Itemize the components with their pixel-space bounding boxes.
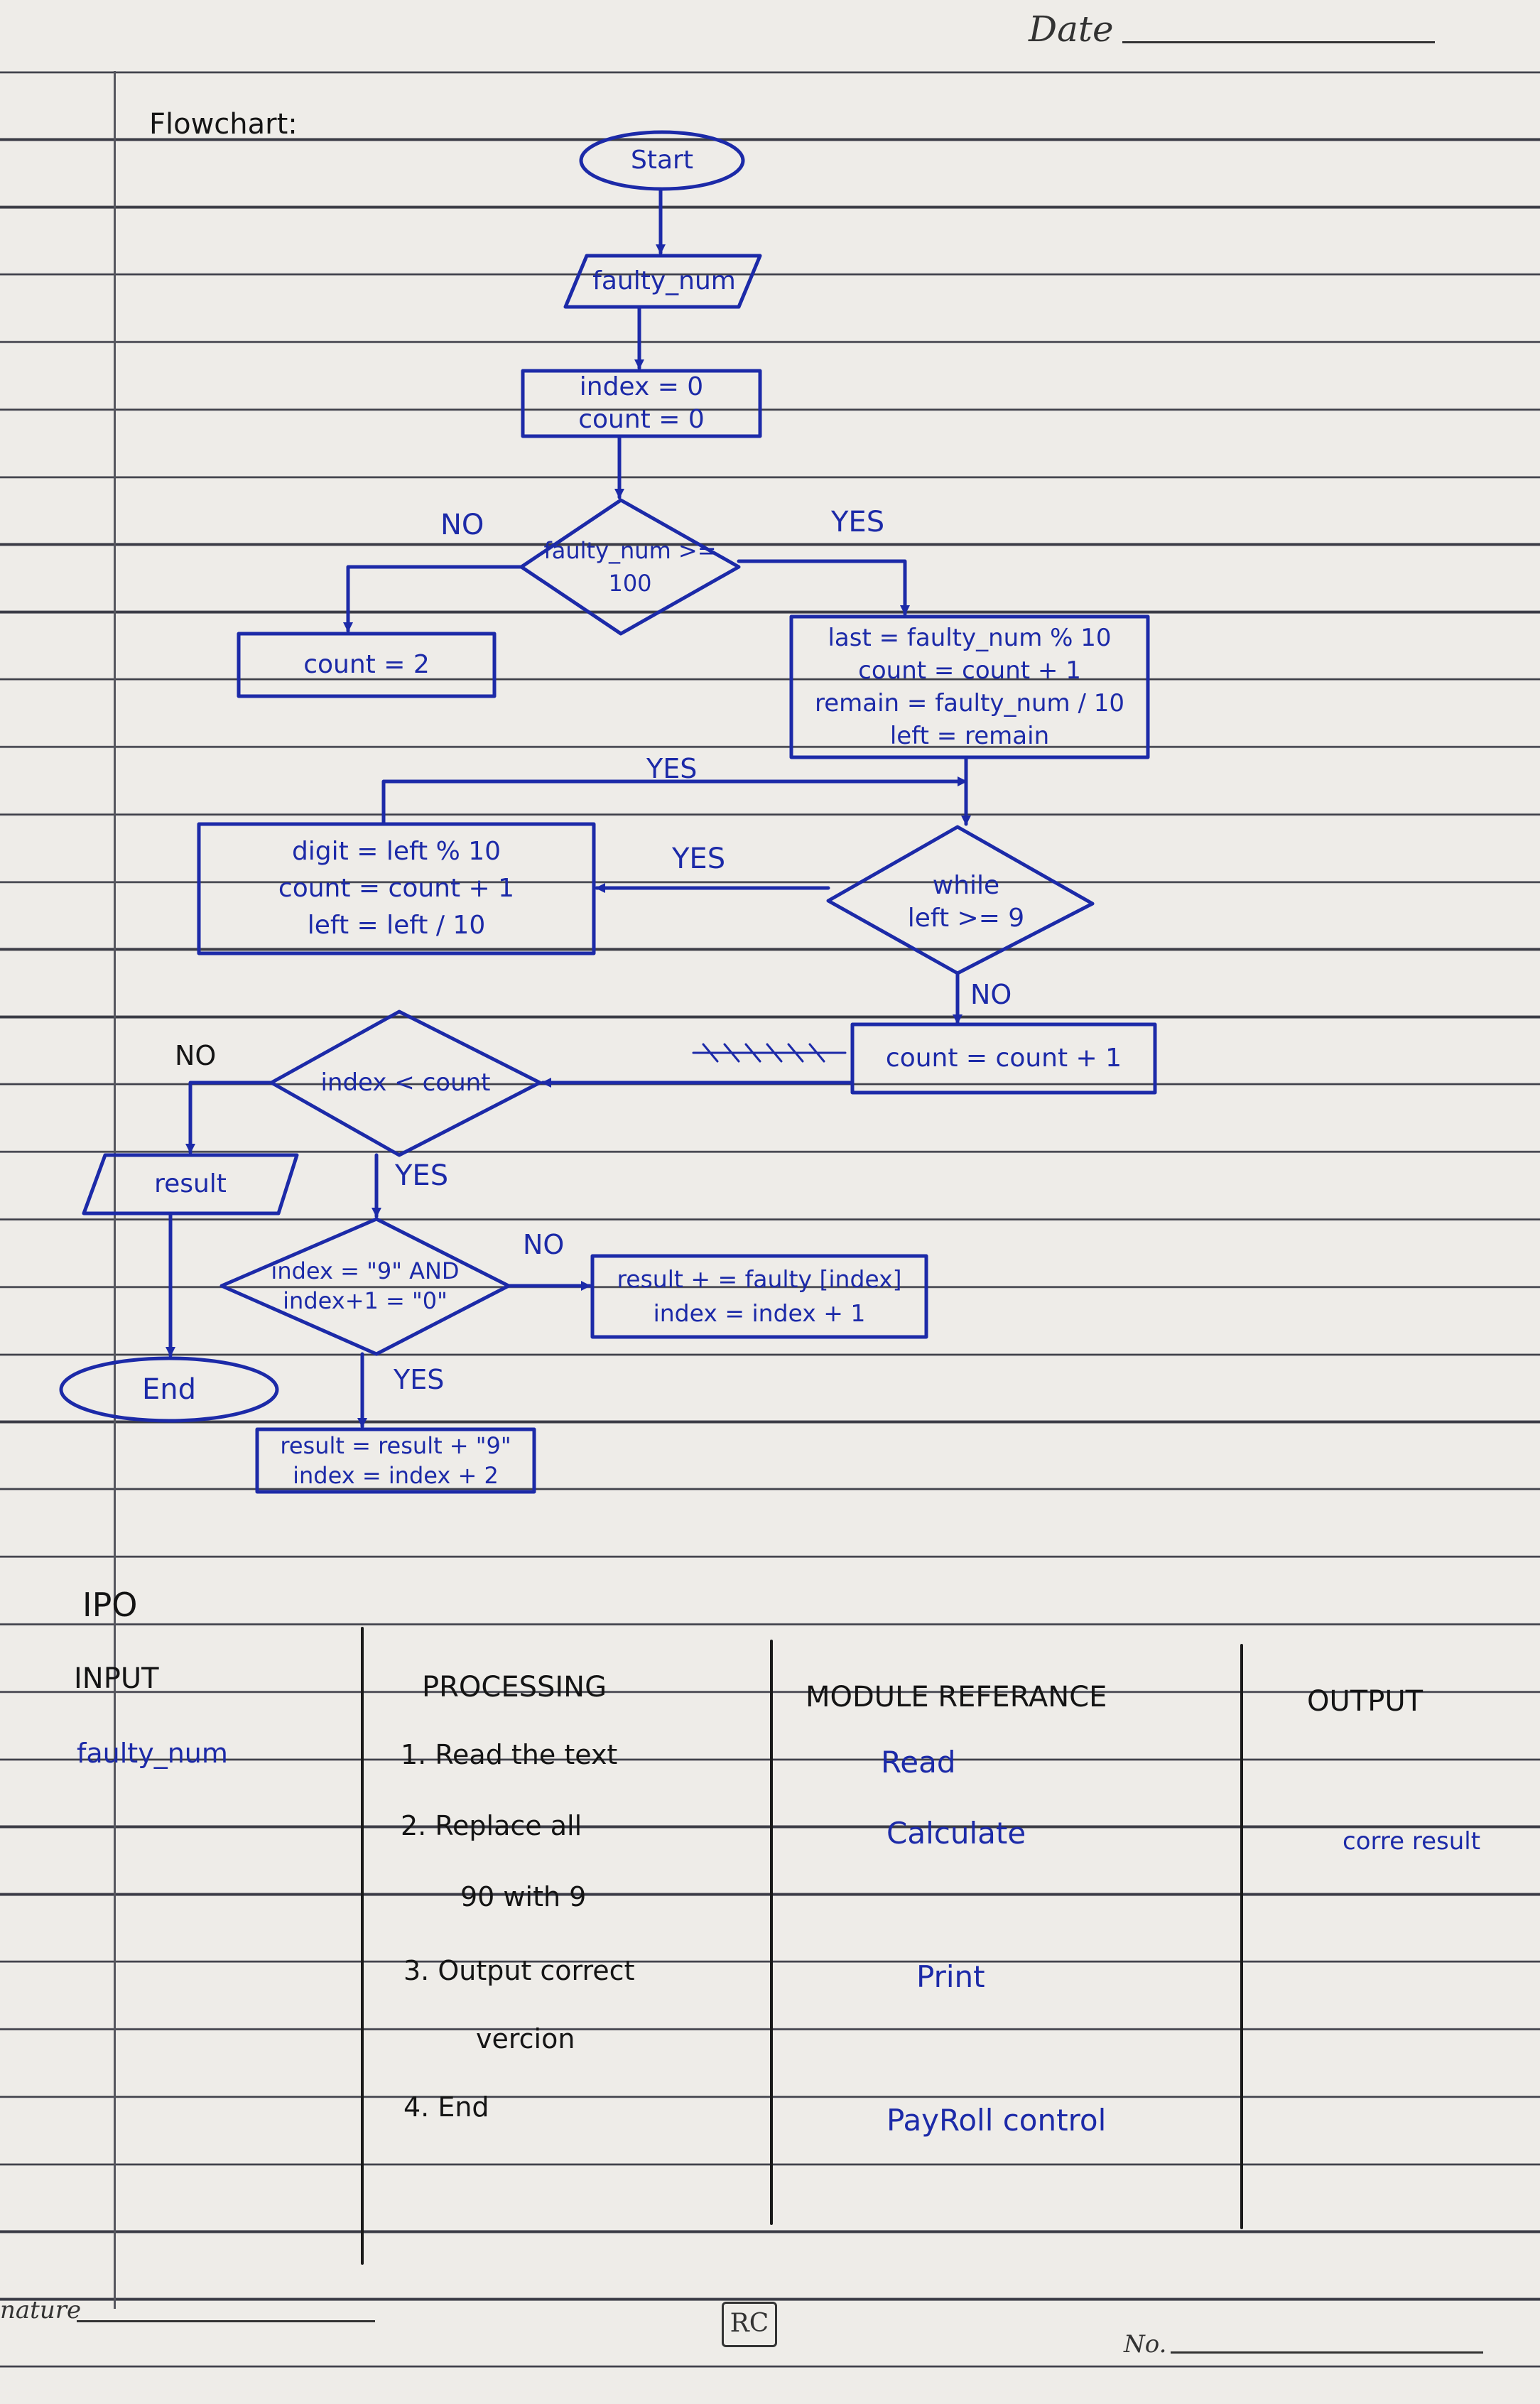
init-label: index = 0 count = 0 bbox=[523, 371, 760, 436]
ipo-processing-3: 90 with 9 bbox=[460, 1881, 587, 1912]
flowchart-title: Flowchart: bbox=[149, 108, 298, 141]
page-no-line bbox=[1171, 2351, 1483, 2354]
add9-line-1: result = result + "9" bbox=[280, 1432, 511, 1459]
brand-logo: RC bbox=[722, 2302, 777, 2347]
decision-1-yes-label: YES bbox=[831, 506, 885, 538]
append-shape bbox=[590, 1254, 928, 1339]
ipo-processing-1: 1. Read the text bbox=[401, 1739, 618, 1770]
input-label: faulty_num bbox=[592, 266, 736, 296]
calc-line-1: last = faulty_num % 10 bbox=[828, 624, 1112, 652]
decision-1-line-1: faulty_num >= bbox=[543, 537, 717, 564]
append-line-1: result + = faulty [index] bbox=[617, 1265, 902, 1293]
decision-1-shape bbox=[519, 498, 741, 636]
count-plus-shape bbox=[850, 1022, 1157, 1095]
date-label: Date bbox=[1029, 9, 1114, 50]
while-no-label: NO bbox=[970, 979, 1012, 1010]
input-shape bbox=[563, 254, 762, 309]
while-line-1: while bbox=[932, 871, 1000, 900]
append-line-2: index = index + 1 bbox=[653, 1299, 866, 1327]
ipo-col-module: MODULE REFERANCE bbox=[806, 1681, 1107, 1713]
ipo-col-output: OUTPUT bbox=[1307, 1685, 1424, 1718]
count2-shape bbox=[237, 632, 497, 698]
calc-line-2: count = count + 1 bbox=[858, 656, 1081, 685]
digit-shape bbox=[197, 822, 596, 955]
ipo-processing-2: 2. Replace all bbox=[401, 1810, 582, 1841]
init-line-2: count = 0 bbox=[578, 405, 705, 434]
arrow-loop-back bbox=[381, 776, 968, 826]
ipo-output-value: corre result bbox=[1343, 1827, 1481, 1856]
start-label: Start bbox=[631, 146, 693, 175]
arrow-index-no bbox=[185, 1081, 273, 1154]
count-plus-label: count = count + 1 bbox=[885, 1044, 1122, 1073]
decision-1-line-2: 100 bbox=[608, 570, 652, 597]
loop-yes-label: YES bbox=[646, 753, 698, 784]
end-shape bbox=[59, 1356, 279, 1423]
ipo-processing-4: 3. Output correct bbox=[403, 1955, 635, 1986]
ipo-col-input: INPUT bbox=[74, 1662, 159, 1695]
nine-cond-line-1: index = "9" AND bbox=[271, 1257, 460, 1284]
index-cond-shape bbox=[269, 1009, 542, 1157]
ipo-table-grid bbox=[361, 1627, 1243, 2265]
ipo-module-3: Print bbox=[916, 1959, 985, 1994]
arrow-decision-yes bbox=[737, 559, 910, 616]
index-cond-no-label: NO bbox=[175, 1040, 217, 1071]
ipo-module-2: Calculate bbox=[886, 1816, 1026, 1851]
nine-cond-label: index = "9" AND index+1 = "0" bbox=[222, 1245, 509, 1327]
page-no-label: No. bbox=[1124, 2330, 1167, 2359]
add9-shape bbox=[255, 1427, 536, 1494]
nine-cond-yes-label: YES bbox=[394, 1364, 445, 1395]
ipo-col-processing: PROCESSING bbox=[422, 1671, 607, 1704]
signature-line bbox=[77, 2320, 375, 2322]
ipo-processing-6: 4. End bbox=[403, 2091, 489, 2123]
ipo-input-value: faulty_num bbox=[77, 1738, 228, 1769]
while-yes-label: YES bbox=[672, 843, 726, 875]
add9-label: result = result + "9" index = index + 2 bbox=[257, 1429, 534, 1492]
digit-label: digit = left % 10 count = count + 1 left… bbox=[199, 825, 594, 952]
margin-line bbox=[114, 71, 116, 2309]
calc-label: last = faulty_num % 10 count = count + 1… bbox=[791, 618, 1148, 756]
init-shape bbox=[521, 369, 762, 438]
digit-line-1: digit = left % 10 bbox=[291, 837, 501, 866]
while-label: while left >= 9 bbox=[852, 860, 1080, 945]
decision-1-label: faulty_num >= 100 bbox=[521, 523, 739, 611]
nine-cond-line-2: index+1 = "0" bbox=[283, 1287, 448, 1314]
result-output-shape bbox=[82, 1153, 299, 1215]
ipo-module-4: PayRoll control bbox=[886, 2103, 1107, 2138]
nine-cond-shape bbox=[219, 1217, 511, 1356]
init-line-1: index = 0 bbox=[579, 372, 704, 401]
append-label: result + = faulty [index] index = index … bbox=[592, 1257, 926, 1336]
date-line bbox=[1122, 41, 1435, 43]
arrow-decision-no bbox=[343, 565, 524, 633]
digit-line-3: left = left / 10 bbox=[307, 911, 486, 940]
scribble-strike bbox=[692, 1043, 847, 1063]
index-cond-yes-label: YES bbox=[395, 1159, 449, 1192]
calc-line-3: remain = faulty_num / 10 bbox=[814, 689, 1124, 718]
calc-line-4: left = remain bbox=[889, 722, 1050, 750]
while-line-2: left >= 9 bbox=[907, 904, 1025, 933]
index-cond-label: index < count bbox=[320, 1068, 491, 1097]
nine-cond-no-label: NO bbox=[523, 1229, 565, 1260]
ipo-module-1: Read bbox=[881, 1745, 956, 1780]
ipo-processing-5: vercion bbox=[476, 2023, 575, 2054]
calc-shape bbox=[789, 614, 1150, 759]
digit-line-2: count = count + 1 bbox=[278, 874, 515, 903]
add9-line-2: index = index + 2 bbox=[293, 1462, 499, 1489]
signature-label: nature bbox=[0, 2296, 82, 2324]
count2-label: count = 2 bbox=[303, 650, 430, 679]
end-label: End bbox=[141, 1373, 196, 1406]
ipo-title: IPO bbox=[82, 1586, 138, 1624]
result-output-label: result bbox=[154, 1169, 227, 1198]
decision-1-no-label: NO bbox=[440, 509, 484, 541]
